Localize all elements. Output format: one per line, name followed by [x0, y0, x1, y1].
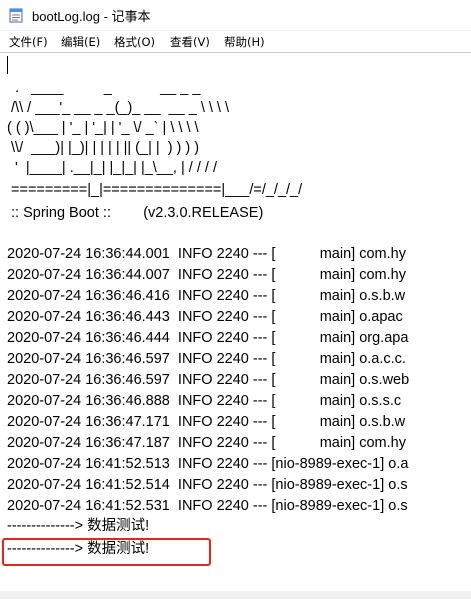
window-title: bootLog.log - 记事本	[32, 9, 151, 24]
spring-boot-version-line: :: Spring Boot :: (v2.3.0.RELEASE)	[7, 205, 264, 221]
text-caret	[7, 56, 8, 74]
menu-bar: 文件(F) 编辑(E) 格式(O) 查看(V) 帮助(H)	[0, 31, 471, 52]
log-line: 2020-07-24 16:36:46.597 INFO 2240 --- [ …	[7, 372, 410, 388]
menu-view[interactable]: 查看(V)	[170, 35, 210, 49]
log-line: 2020-07-24 16:36:46.443 INFO 2240 --- [ …	[7, 309, 403, 325]
log-line: 2020-07-24 16:41:52.513 INFO 2240 --- [n…	[7, 456, 409, 472]
banner-line: . ____ _ __ _ _	[7, 80, 201, 96]
banner-line: \\/ ___)| |_)| | | | | || (_| | ) ) ) )	[7, 140, 200, 156]
log-line: 2020-07-24 16:36:46.444 INFO 2240 --- [ …	[7, 330, 409, 346]
log-line: 2020-07-24 16:36:46.888 INFO 2240 --- [ …	[7, 393, 402, 409]
output-line-highlighted: --------------> 数据测试!	[7, 541, 150, 557]
menu-format[interactable]: 格式(O)	[114, 35, 156, 49]
banner-line: =========|_|==============|___/=/_/_/_/	[7, 182, 303, 198]
banner-line: ( ( )\___ | '_ | '_| | '_ \/ _` | \ \ \ …	[7, 120, 199, 136]
log-line: 2020-07-24 16:36:47.171 INFO 2240 --- [ …	[7, 414, 406, 430]
banner-line: /\\ / ___'_ __ _ _(_)_ __ __ _ \ \ \ \	[7, 100, 230, 116]
banner-line: ' |____| .__|_| |_|_| |_\__, | / / / /	[7, 160, 217, 176]
output-line: --------------> 数据测试!	[7, 518, 150, 534]
log-line: 2020-07-24 16:36:44.001 INFO 2240 --- [ …	[7, 246, 406, 262]
menu-edit[interactable]: 编辑(E)	[61, 35, 101, 49]
text-editor[interactable]: . ____ _ __ _ _ /\\ / ___'_ __ _ _(_)_ _…	[0, 52, 471, 600]
log-line: 2020-07-24 16:36:47.187 INFO 2240 --- [ …	[7, 435, 406, 451]
log-line: 2020-07-24 16:41:52.514 INFO 2240 --- [n…	[7, 477, 408, 493]
log-line: 2020-07-24 16:36:46.597 INFO 2240 --- [ …	[7, 351, 406, 367]
title-bar: bootLog.log - 记事本	[0, 0, 471, 31]
horizontal-scrollbar[interactable]	[0, 591, 471, 599]
highlight-box	[2, 538, 211, 566]
notepad-icon	[9, 8, 23, 23]
menu-help[interactable]: 帮助(H)	[224, 35, 265, 49]
log-line: 2020-07-24 16:41:52.531 INFO 2240 --- [n…	[7, 498, 408, 514]
menu-file[interactable]: 文件(F)	[9, 35, 48, 49]
log-line: 2020-07-24 16:36:44.007 INFO 2240 --- [ …	[7, 267, 406, 283]
log-line: 2020-07-24 16:36:46.416 INFO 2240 --- [ …	[7, 288, 406, 304]
